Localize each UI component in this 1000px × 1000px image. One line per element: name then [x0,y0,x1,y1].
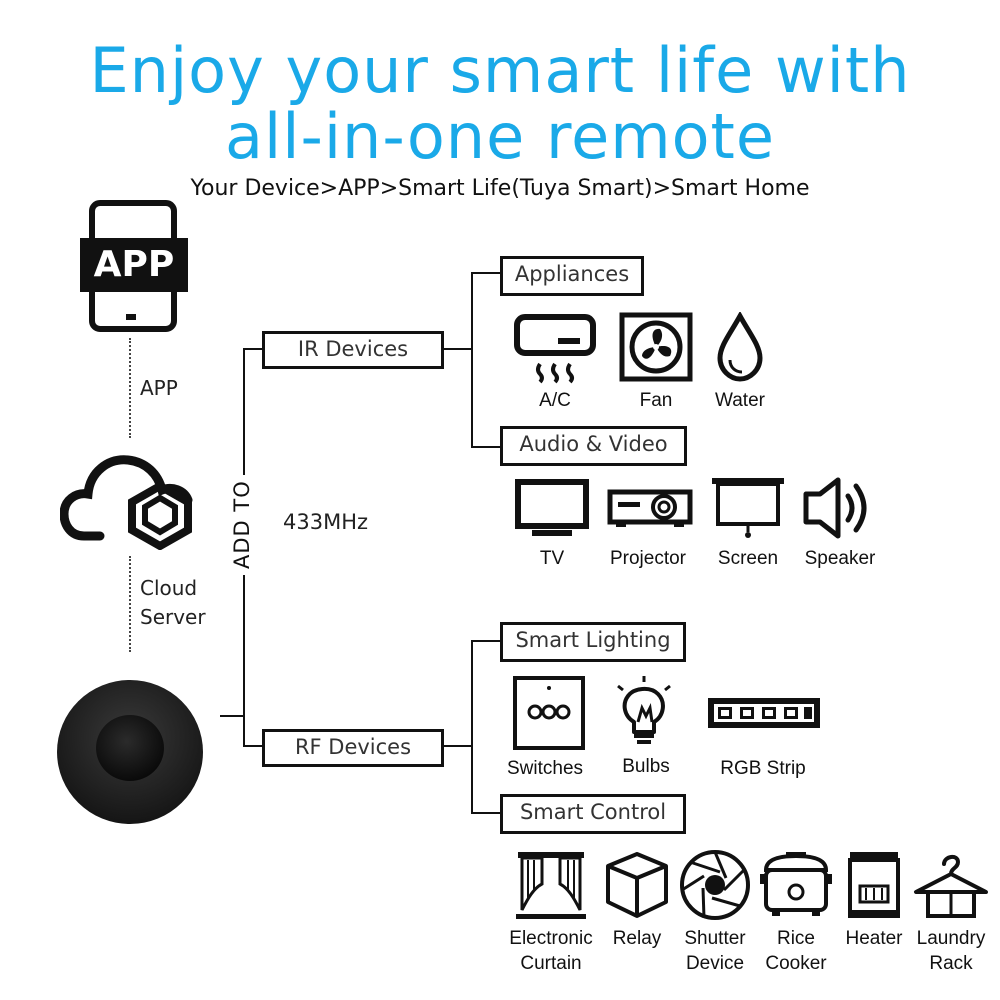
hub-device [55,660,205,825]
rf-connector [243,745,263,747]
title-line-1: Enjoy your smart life with [89,34,911,107]
fan-device: Fan [612,312,700,413]
frequency-label: 433MHz [283,510,369,534]
laundry-rack-icon [914,855,988,918]
speaker-icon [803,477,867,539]
add-to-label: ADD TO [230,475,260,575]
shutter-device: Shutter Device [674,848,756,976]
tv-icon [515,479,589,536]
rice-cooker-label: Rice Cooker [756,926,836,976]
rgb-strip-device: RGB Strip [700,678,826,781]
switches-device: Switches [497,676,593,781]
rice-cooker-label-line-2: Cooker [765,953,827,974]
fan-icon [619,312,693,382]
relay-label: Relay [612,928,662,949]
ir-connector [243,348,263,350]
cloud-label: Cloud Server [140,574,206,632]
dotted-connector-2 [129,556,131,652]
lighting-connector [471,640,501,642]
water-drop-icon [717,312,763,382]
ir-branch-line [471,272,473,448]
screen-device: Screen [708,474,788,571]
smart-lighting-box: Smart Lighting [500,622,686,662]
title-line-2: all-in-one remote [225,100,775,173]
laundry-label-line-2: Rack [929,953,973,974]
speaker-device: Speaker [794,474,886,571]
rf-out-line [444,745,472,747]
app-label: APP [140,376,178,400]
bulbs-label: Bulbs [622,756,670,777]
rf-devices-box: RF Devices [262,729,444,767]
heater-icon [848,852,900,918]
curtain-label-line-2: Curtain [520,953,582,974]
cloud-server-icon [60,450,200,550]
relay-box-icon [606,852,668,918]
laundry-label-line-1: Laundry [916,928,986,949]
led-strip-icon [708,698,820,728]
projector-icon [607,489,693,527]
appliances-connector [471,272,501,274]
ac-label: A/C [539,390,571,411]
cloud-label-line-1: Cloud [140,576,198,600]
curtain-label: Electronic Curtain [498,926,604,976]
app-icon-text: APP [93,244,175,285]
heater-device: Heater [836,848,912,951]
app-phone-icon: APP [78,200,190,332]
fan-label: Fan [639,390,673,411]
curtain-label-line-1: Electronic [509,928,593,949]
shutter-label-line-1: Shutter [684,928,746,949]
heater-label: Heater [845,928,903,949]
shutter-label: Shutter Device [674,926,756,976]
hub-connector [220,715,244,717]
wall-switch-icon [513,676,585,750]
rgb-strip-label: RGB Strip [720,758,806,779]
curtain-device: Electronic Curtain [498,848,604,976]
laundry-rack-label: Laundry Rack [908,926,994,976]
smart-control-box: Smart Control [500,794,686,834]
shutter-label-line-2: Device [685,953,745,974]
ir-out-line [444,348,472,350]
ir-devices-box: IR Devices [262,331,444,369]
dotted-connector [129,338,131,438]
speaker-label: Speaker [804,548,876,569]
water-label: Water [715,390,765,411]
bulbs-device: Bulbs [606,674,686,779]
appliances-box: Appliances [500,256,644,296]
projector-device: Projector [598,478,698,571]
shutter-aperture-icon [680,850,750,920]
bulb-icon [617,676,671,744]
rf-branch-line [471,640,473,814]
ac-device: A/C [512,312,598,413]
audio-video-box: Audio & Video [500,426,687,466]
rice-cooker-device: Rice Cooker [756,848,836,976]
audio-connector [471,446,501,448]
relay-device: Relay [602,848,672,951]
control-connector [471,812,501,814]
water-device: Water [700,312,780,413]
tv-label: TV [539,548,565,569]
screen-label: Screen [717,548,779,569]
setup-path: Your Device>APP>Smart Life(Tuya Smart)>S… [190,176,810,201]
curtain-icon [516,852,586,919]
projector-label: Projector [609,548,687,569]
tv-device: TV [512,478,592,571]
rice-cooker-label-line-1: Rice [776,928,815,949]
cloud-label-line-2: Server [140,605,206,629]
rice-cooker-icon [760,852,832,916]
laundry-rack-device: Laundry Rack [908,848,994,976]
switches-label: Switches [506,758,584,779]
ac-icon [514,314,596,384]
screen-icon [712,478,784,538]
